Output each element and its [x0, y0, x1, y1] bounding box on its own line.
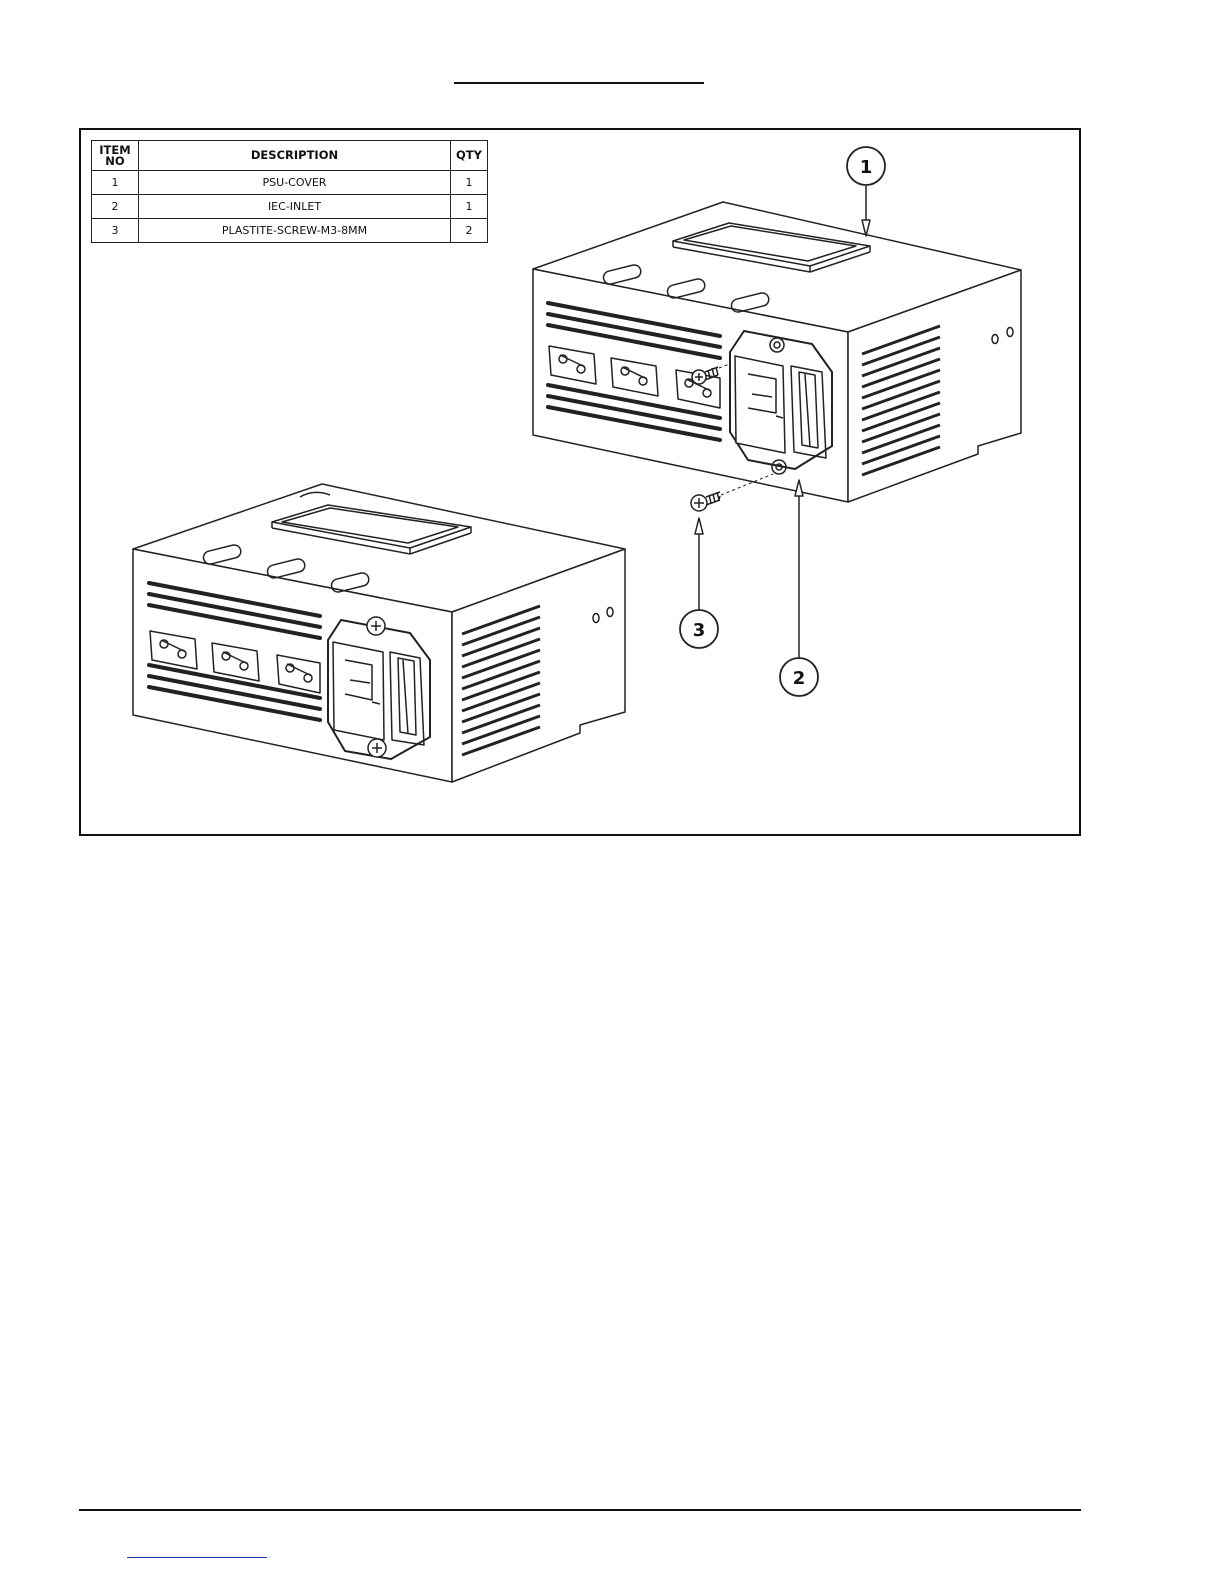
leader-3: [695, 518, 703, 610]
iec-inlet-part: [730, 331, 832, 474]
assembled-psu-cover: [133, 484, 625, 782]
balloon-3: 3: [680, 610, 718, 648]
balloon-1: 1: [847, 147, 885, 185]
balloon-3-label: 3: [693, 620, 706, 641]
exploded-psu-cover: [533, 202, 1021, 502]
balloon-1-label: 1: [860, 157, 873, 178]
balloon-2-label: 2: [793, 668, 806, 689]
footer-link-underline[interactable]: [127, 1557, 267, 1558]
plastite-screw-part: [691, 492, 720, 511]
balloon-2: 2: [780, 658, 818, 696]
footer-rule: [79, 1509, 1081, 1511]
leader-1: [862, 186, 870, 236]
leader-2: [795, 480, 803, 658]
